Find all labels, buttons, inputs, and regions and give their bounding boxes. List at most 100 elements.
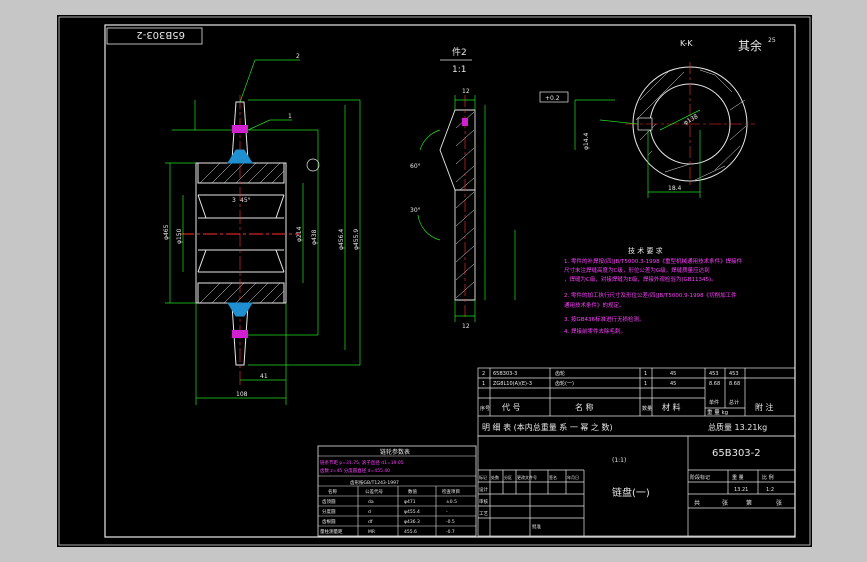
tech-req-line: 4. 焊接前零件去除毛刺。 bbox=[564, 327, 626, 335]
param-cell: φ471 bbox=[404, 499, 416, 505]
bom-cell: ZG8L10(A)(E)-3 bbox=[493, 381, 532, 387]
dim-41: 41 bbox=[260, 373, 268, 380]
bom-cell: 453 bbox=[709, 371, 719, 377]
param-info: 齿数 z=45 分度圆直径 d=455.40 bbox=[320, 467, 390, 474]
param-header: 数值 bbox=[408, 488, 417, 495]
dimension-lines-main bbox=[165, 59, 361, 405]
rev-header: 更改文件号 bbox=[517, 474, 537, 480]
sign-row: 批准 bbox=[532, 523, 541, 530]
title-stage: 阶段标记 bbox=[690, 474, 710, 481]
outer-frame bbox=[58, 16, 811, 546]
param-info: 链条节距 p=31.75, 滚子直径 d1=19.05 bbox=[320, 459, 404, 466]
sheet-label: 张 bbox=[776, 499, 782, 507]
sheet-label: 共 bbox=[694, 499, 700, 507]
bom-cell: 2 bbox=[482, 371, 485, 377]
dim-d150: φ150 bbox=[176, 228, 183, 244]
dim-108: 108 bbox=[236, 391, 248, 398]
param-cell: 分度圆 bbox=[322, 508, 336, 515]
part-label-scale: 1:1 bbox=[452, 65, 466, 75]
dim-section-18-4: 18.4 bbox=[668, 185, 682, 192]
param-header: 检查项目 bbox=[442, 488, 460, 495]
bom-cell: 45 bbox=[670, 381, 676, 387]
sheet-label: 第 bbox=[746, 499, 752, 507]
bom-cell: 65B303-3 bbox=[493, 371, 517, 377]
bom-header: 总计 bbox=[729, 399, 739, 406]
bom-footer-right: 总质量 13.21kg bbox=[708, 422, 767, 432]
title-weight-value: 13.21 bbox=[734, 487, 748, 493]
sign-row: 审核 bbox=[479, 498, 488, 505]
bom-cell: 1 bbox=[482, 381, 485, 387]
section-kk-view: K-K 其余 25 φ138 18.4 +0.2 φ14. bbox=[539, 37, 776, 198]
bom-header: 序号 bbox=[480, 405, 490, 412]
bom-footer-left: 明 细 表 (本内总重量 系 一 幂 之 数) bbox=[482, 422, 613, 432]
sign-row: 工艺 bbox=[479, 511, 488, 517]
parameter-table: 链轮参数表 链条节距 p=31.75, 滚子直径 d1=19.05 齿数 z=4… bbox=[317, 445, 477, 537]
bom-cell: 齿轮 bbox=[555, 370, 565, 377]
param-cell: φ455.4 bbox=[404, 509, 420, 515]
bom-table bbox=[477, 367, 796, 437]
title-part-name: 链盘(一) bbox=[612, 486, 650, 499]
bom-cell: 1 bbox=[644, 371, 647, 377]
bom-cell: 8.68 bbox=[729, 381, 740, 387]
bom-header: 材 料 bbox=[662, 402, 681, 412]
callout-1: 1 bbox=[288, 113, 292, 120]
param-cell: 455.6 bbox=[404, 529, 417, 535]
param-cell: ±0.5 bbox=[446, 499, 457, 505]
inner-frame bbox=[104, 24, 796, 538]
dim-side-30deg: 30° bbox=[410, 207, 421, 214]
tech-req-title: 技 术 要 求 bbox=[628, 246, 663, 255]
param-cell: 量柱测量距 bbox=[320, 528, 343, 535]
bom-cell: 453 bbox=[729, 371, 739, 377]
bom-header: 重 量 kg bbox=[707, 408, 728, 416]
param-header: 名称 bbox=[328, 488, 337, 495]
tech-req-line: 通用技术条件》的规定。 bbox=[564, 301, 625, 309]
part-label-name: 件2 bbox=[452, 46, 467, 58]
dim-texts-main: φ465 φ150 φ214 φ438 φ456.4 φ455.9 41 108… bbox=[163, 53, 360, 398]
title-scale-label: 比 例 bbox=[762, 474, 774, 481]
bom-cell: 45 bbox=[670, 371, 676, 377]
bom-header: 单件 bbox=[709, 399, 719, 406]
hatch-lines bbox=[199, 162, 285, 304]
param-cell: φ436.3 bbox=[404, 519, 420, 525]
sign-row: 设计 bbox=[479, 486, 488, 493]
dim-section-tol: +0.2 bbox=[545, 95, 560, 102]
rev-header: 签名 bbox=[549, 474, 557, 480]
tech-req-line: 1. 零件的补焊按(四)JB/T5000.3-1998《重型机械通用技术条件》焊… bbox=[564, 257, 743, 265]
drawing-number-box bbox=[106, 27, 203, 45]
param-cell: -0.5 bbox=[446, 519, 455, 525]
chamfer-note: 3 bbox=[232, 197, 236, 204]
rev-header: 分区 bbox=[504, 474, 512, 480]
tech-req-line: 2. 零件的加工执行尺寸及形位公差(四)JB/T5000.9-1998《切削加工… bbox=[564, 291, 737, 299]
title-block bbox=[477, 435, 796, 537]
bom-header: 附 注 bbox=[755, 402, 774, 412]
bom-cell: 8.68 bbox=[709, 381, 720, 387]
dim-d214: φ214 bbox=[296, 226, 303, 242]
dim-side-12-bottom: 12 bbox=[462, 323, 470, 330]
param-header: 公差代号 bbox=[365, 488, 383, 495]
side-profile-view: 件2 1:1 12 12 60° 30° bbox=[410, 46, 516, 330]
param-cell: df bbox=[368, 519, 373, 525]
param-cell: -0.7 bbox=[446, 529, 455, 535]
title-weight-label: 重 量 bbox=[732, 474, 744, 481]
param-cell: d bbox=[368, 509, 371, 515]
param-cell: MR bbox=[368, 529, 375, 535]
tech-req-line: 尺寸未注焊缝高度为C级，形位公差为G级，焊缝质量应达到 bbox=[564, 266, 710, 274]
technical-requirements: 技 术 要 求 1. 零件的补焊按(四)JB/T5000.3-1998《重型机械… bbox=[564, 246, 743, 335]
angle-note: 45° bbox=[240, 197, 251, 204]
param-cell: 齿根圆 bbox=[322, 518, 336, 525]
param-subtitle: 齿形按GB/T1243-1997 bbox=[350, 479, 399, 486]
dim-section-d14: φ14.4 bbox=[583, 133, 590, 151]
dim-d456: φ456.4 bbox=[338, 229, 345, 250]
title-scale-value: 1:2 bbox=[766, 487, 774, 493]
bom-header: 代 号 bbox=[502, 402, 521, 412]
bom-cell: 1 bbox=[644, 381, 647, 387]
callout-2: 2 bbox=[296, 53, 300, 60]
roughness-value: 25 bbox=[768, 37, 776, 44]
rev-header: 标记 bbox=[479, 474, 487, 480]
tech-req-line: 3. 按GB436标准进行无损检测。 bbox=[564, 315, 645, 323]
title-small-text: (1:1) bbox=[612, 457, 626, 464]
dim-d465: φ465 bbox=[163, 224, 170, 240]
bom-header: 名 称 bbox=[575, 402, 594, 412]
param-cell: 齿顶圆 bbox=[322, 499, 336, 505]
